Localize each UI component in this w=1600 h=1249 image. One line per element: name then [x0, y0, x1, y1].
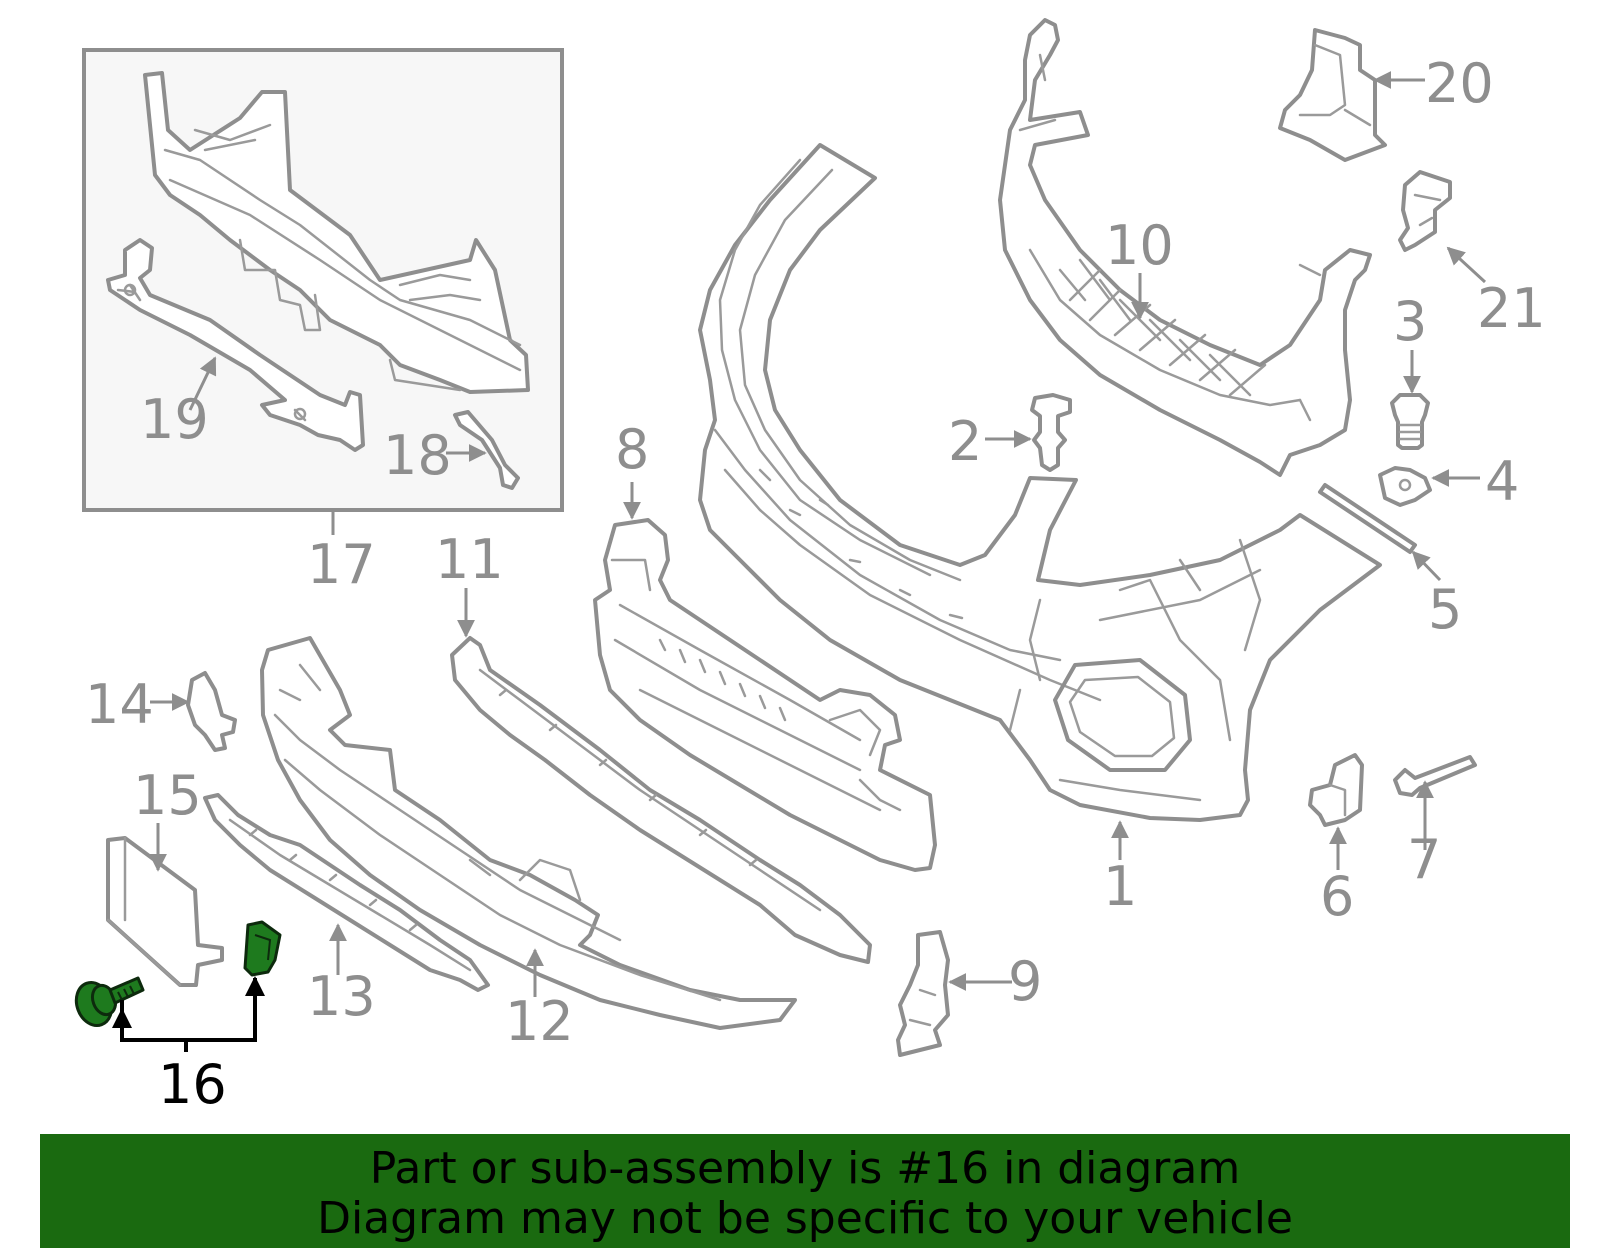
part-7-rivet	[1393, 755, 1477, 797]
part-13-lower-strip	[203, 793, 490, 992]
callout-labels: 1 2 3 4 5 6 7 8 9 10 11 12 13 14 15 16 1…	[85, 52, 1546, 1116]
part-20-bracket	[1278, 28, 1387, 162]
part-2-push-pin	[1030, 393, 1072, 472]
callout-13: 13	[307, 965, 376, 1028]
part-16-bolt[interactable]	[71, 976, 145, 1031]
callout-11: 11	[435, 528, 504, 591]
part-14-small-bracket	[186, 671, 237, 752]
part-21-clip	[1398, 170, 1452, 252]
callout-4: 4	[1485, 450, 1519, 513]
callout-21: 21	[1477, 277, 1546, 340]
part-10-grille	[998, 18, 1372, 477]
callout-9: 9	[1008, 950, 1042, 1013]
info-banner: Part or sub-assembly is #16 in diagram D…	[40, 1134, 1570, 1248]
callout-17: 17	[307, 533, 376, 596]
callout-15: 15	[133, 764, 202, 827]
callout-6: 6	[1320, 865, 1354, 928]
callout-20: 20	[1425, 52, 1494, 115]
part-8-absorber	[593, 518, 937, 872]
part-3-bolt	[1390, 393, 1430, 450]
part-9-bracket	[896, 930, 950, 1057]
callout-10: 10	[1105, 214, 1174, 277]
part-18-small-bracket	[453, 410, 520, 490]
banner-line-2: Diagram may not be specific to your vehi…	[317, 1193, 1293, 1244]
callout-8: 8	[615, 418, 649, 481]
part-16-clip[interactable]	[243, 920, 282, 977]
callout-7: 7	[1407, 828, 1441, 891]
part-4-nut-clip	[1378, 466, 1432, 507]
callout-5: 5	[1428, 578, 1462, 641]
banner-line-1: Part or sub-assembly is #16 in diagram	[369, 1143, 1241, 1194]
part-5-strip	[1318, 483, 1417, 554]
part-17-reinforcement-beam	[143, 71, 530, 394]
callout-16: 16	[158, 1053, 227, 1116]
part-6-clip	[1308, 753, 1364, 827]
callout-12: 12	[505, 990, 574, 1053]
callout-19: 19	[140, 388, 209, 451]
part-15-license-bracket	[106, 836, 224, 987]
callout-18: 18	[383, 424, 452, 487]
callout-3: 3	[1393, 290, 1427, 353]
callout-14: 14	[85, 673, 154, 736]
leader-lines	[112, 71, 1487, 1052]
part-1-bumper-cover	[698, 143, 1382, 822]
callout-2: 2	[948, 410, 982, 473]
callout-1: 1	[1103, 855, 1137, 918]
part-11-lower-trim	[450, 636, 872, 964]
part-19-lower-bar	[106, 238, 365, 452]
